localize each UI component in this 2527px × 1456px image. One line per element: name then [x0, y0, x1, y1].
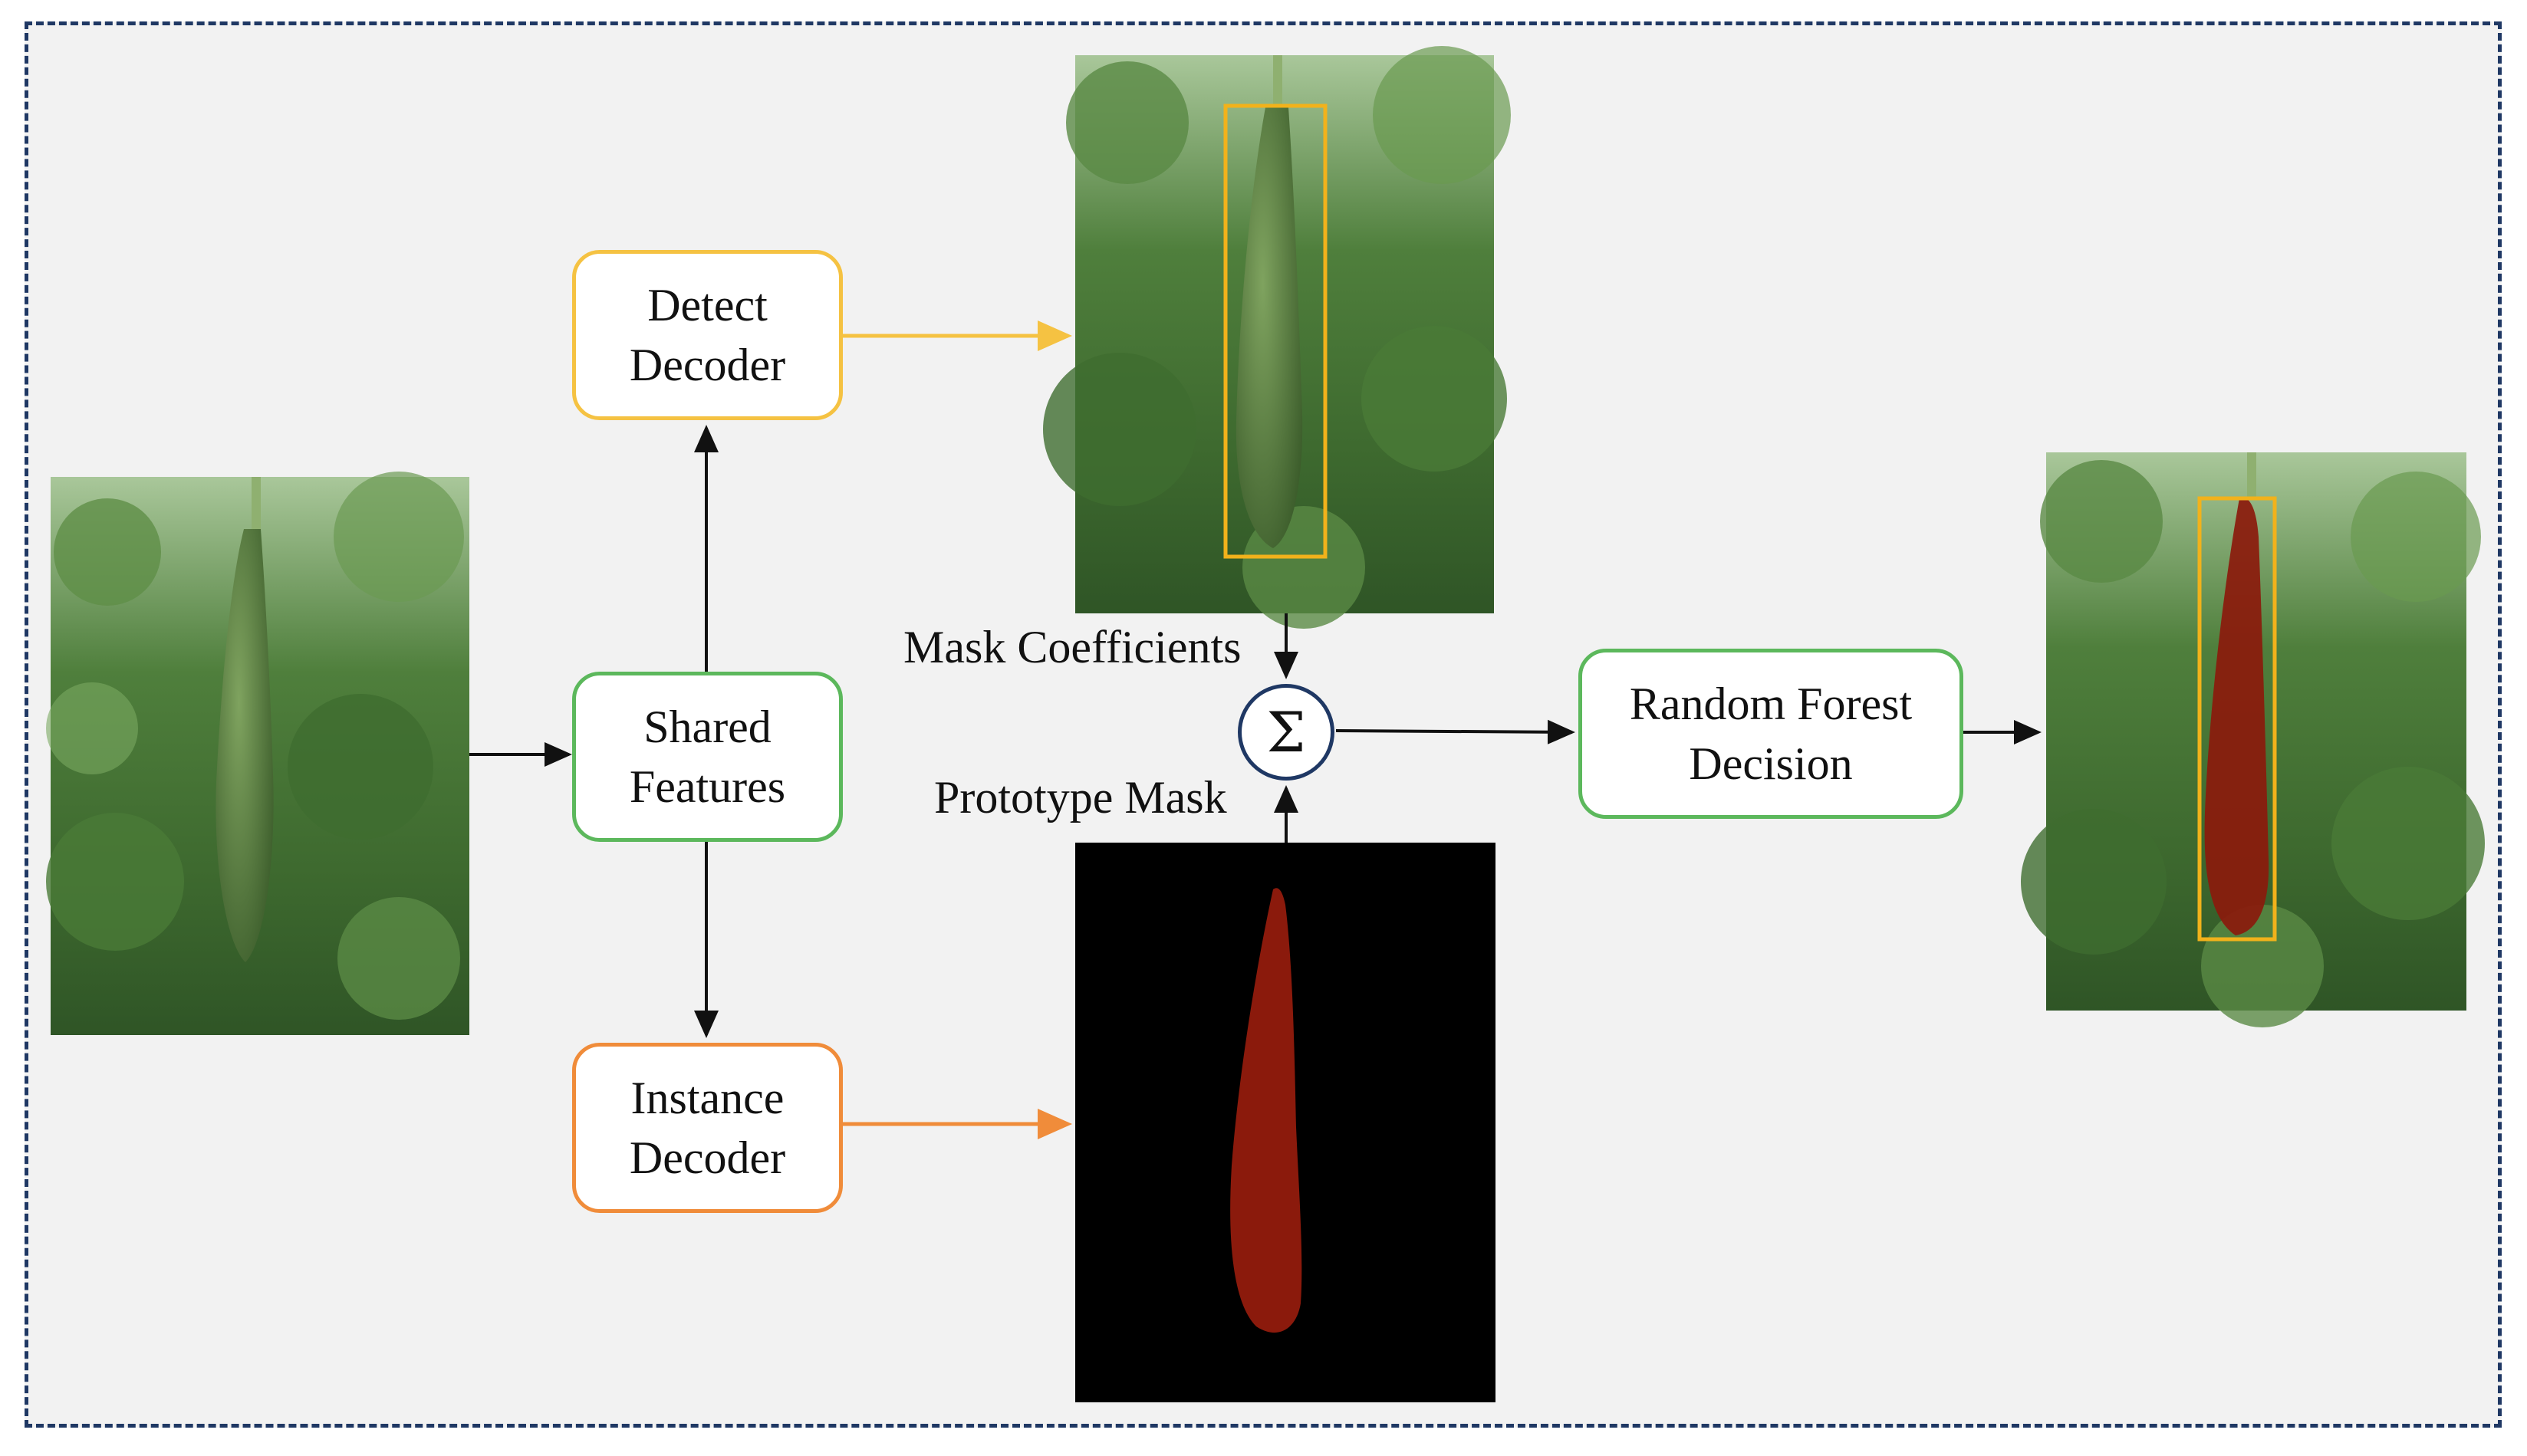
detect-decoder-label-line2: Decoder: [629, 340, 786, 390]
random-forest-block: Random Forest Decision: [1578, 649, 1963, 819]
instance-decoder-label-line2: Decoder: [629, 1132, 786, 1183]
random-forest-label-line2: Decision: [1689, 738, 1853, 789]
sigma-symbol: Σ: [1266, 700, 1306, 764]
detect-decoder-block: Detect Decoder: [572, 250, 843, 420]
shared-features-label-line1: Shared: [643, 702, 772, 752]
random-forest-label-line1: Random Forest: [1629, 679, 1913, 729]
instance-decoder-block: Instance Decoder: [572, 1043, 843, 1213]
output-photo: [2021, 452, 2485, 1027]
input-photo: [46, 472, 469, 1035]
mask-coefficients-label: Mask Coefficients: [903, 622, 1242, 672]
detection-photo: [1043, 46, 1511, 629]
arrow-sigma-to-forest: [1335, 719, 1575, 744]
shared-features-block: Shared Features: [572, 672, 843, 842]
instance-decoder-label-line1: Instance: [630, 1073, 785, 1123]
prototype-mask-image: [1075, 843, 1495, 1402]
shared-features-label-line2: Features: [629, 761, 786, 812]
sigma-node: Σ: [1238, 684, 1334, 781]
prototype-mask-label: Prototype Mask: [934, 772, 1227, 823]
connectors: [469, 320, 2042, 1139]
detect-decoder-label-line1: Detect: [647, 280, 768, 330]
